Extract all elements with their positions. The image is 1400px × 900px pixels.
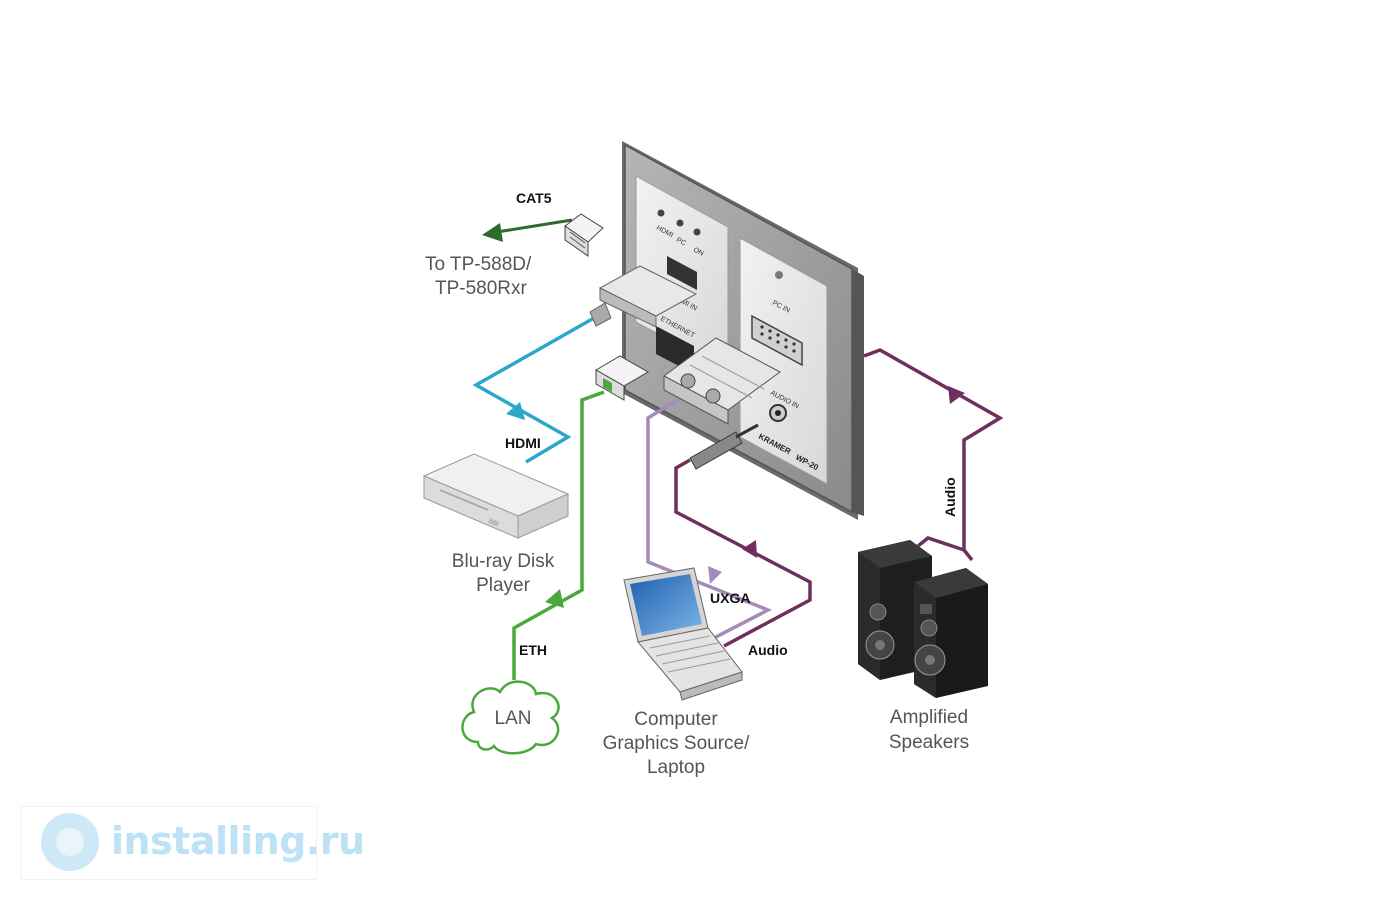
speaker-icon [858, 540, 988, 698]
bluray-label-line1: Blu-ray Disk [452, 551, 555, 572]
eth-cable [512, 390, 605, 680]
laptop-icon [623, 567, 743, 701]
vga-plug-icon [663, 337, 781, 425]
audio-laptop-cable [674, 458, 812, 648]
cloud-icon [461, 680, 560, 755]
speakers-label-line1: Amplified [890, 707, 968, 728]
wall-plate-icon: HDMI PC ON HDMI IN ETHERNET PC IN AUDIO … [622, 141, 864, 520]
uxga-label: UXGA [710, 590, 750, 606]
eth-label: ETH [519, 642, 547, 658]
cat5-label: CAT5 [516, 190, 552, 206]
audio-laptop-label: Audio [748, 642, 788, 658]
bluray-label-line2: Player [476, 575, 531, 596]
computer-label-line1: Computer [634, 709, 718, 730]
hdmi-plug-icon [589, 265, 698, 328]
rj45-eth-plug-icon [595, 355, 649, 401]
hdmi-cable-label: HDMI [505, 435, 541, 451]
audio-speakers-label: Audio [942, 477, 958, 517]
speakers-label-line2: Speakers [889, 732, 969, 753]
to-target-line2: TP-580Rxr [435, 278, 528, 299]
lan-label: LAN [495, 708, 532, 729]
rj45-plug-icon [564, 213, 604, 257]
watermark: installing.ru [20, 806, 365, 880]
computer-label-line2: Graphics Source/ [603, 733, 751, 754]
computer-label-line3: Laptop [647, 757, 705, 778]
watermark-text: installing.ru [111, 819, 365, 863]
bluray-player-icon [422, 453, 570, 539]
led-on-label: ON [692, 247, 705, 258]
watermark-logo-icon [41, 813, 99, 871]
cat5-cable [496, 218, 573, 234]
vga-cable [646, 390, 773, 640]
to-target-line1: To TP-588D/ [425, 254, 532, 275]
audio-plug-icon [689, 423, 759, 470]
led-pc-label: PC [675, 237, 687, 248]
audio-speaker-cable [863, 348, 1004, 553]
